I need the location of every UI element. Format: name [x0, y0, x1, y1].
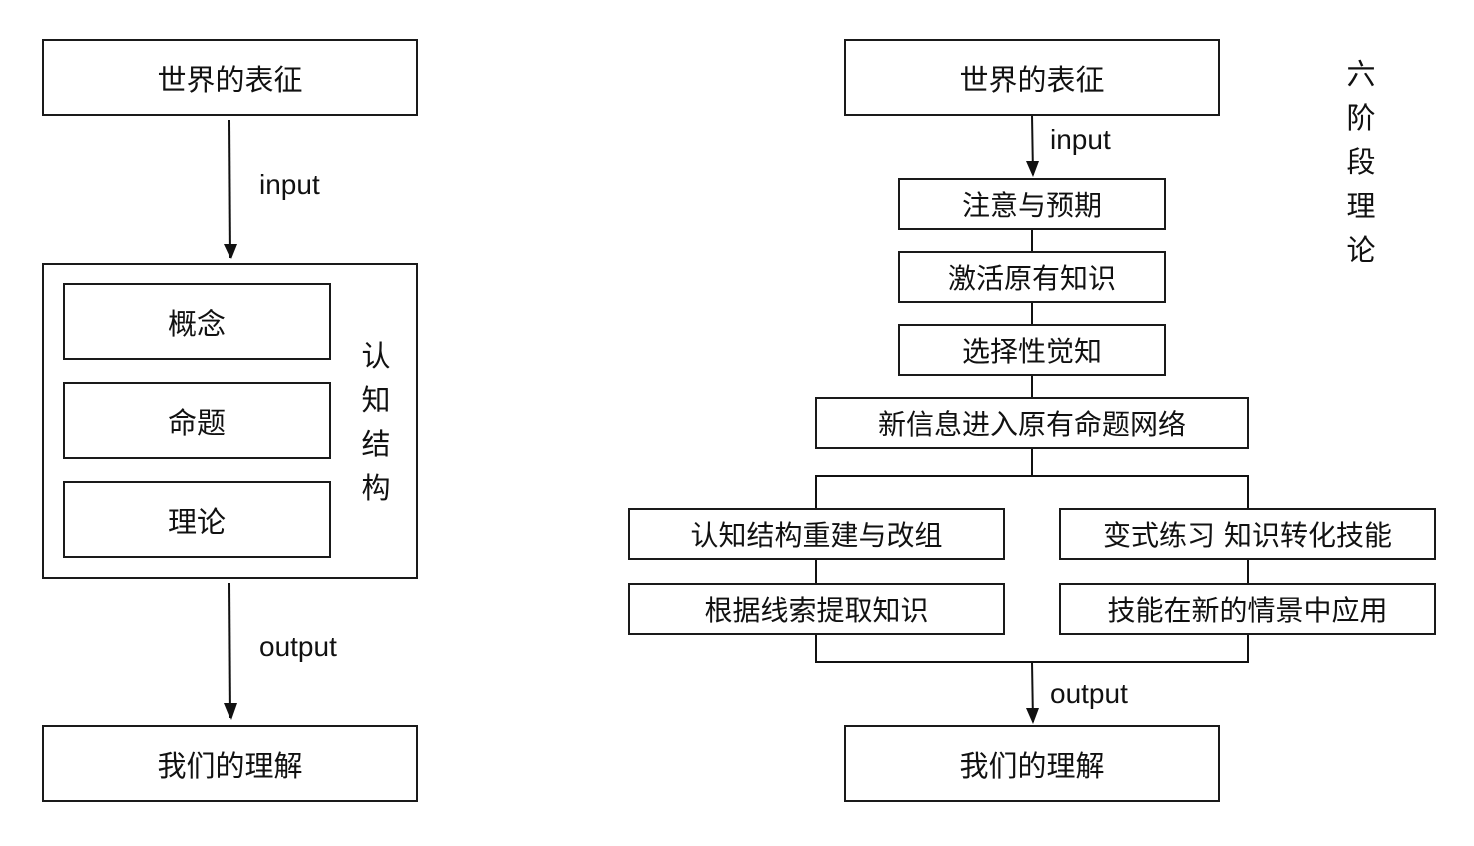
output-arrow-left	[228, 582, 231, 719]
arrowhead	[1026, 708, 1039, 724]
our-understanding-box-right: 我们的理解	[844, 725, 1220, 802]
label-char: 结	[361, 427, 391, 461]
world-representation-box-left: 世界的表征	[42, 39, 418, 116]
input-arrow-left	[228, 119, 231, 259]
proposition-box: 命题	[63, 382, 331, 459]
stage-selective-perception: 选择性觉知	[898, 324, 1166, 376]
arrowhead	[224, 703, 237, 720]
label-char: 构	[361, 471, 391, 505]
input-label-left: input	[259, 169, 320, 200]
output-label-left: output	[259, 631, 337, 662]
stage-variant-practice: 变式练习 知识转化技能	[1059, 508, 1436, 560]
our-understanding-box-left: 我们的理解	[42, 725, 418, 802]
stage-new-info-enters-network: 新信息进入原有命题网络	[815, 397, 1249, 449]
label-char: 段	[1346, 145, 1376, 179]
stage-retrieve-by-cues: 根据线索提取知识	[628, 583, 1005, 635]
arrowhead	[224, 244, 237, 259]
stage-restructure-cognition: 认知结构重建与改组	[628, 508, 1005, 560]
label-char: 理	[1346, 189, 1376, 223]
world-representation-box-right: 世界的表征	[844, 39, 1220, 116]
label-char: 六	[1346, 57, 1376, 91]
output-label-right: output	[1050, 678, 1128, 709]
label-char: 知	[361, 383, 391, 417]
stage-apply-skills: 技能在新的情景中应用	[1059, 583, 1436, 635]
label-char: 认	[361, 339, 391, 373]
branch-merge	[815, 633, 1249, 663]
theory-box: 理论	[63, 481, 331, 558]
stage-activate-prior-knowledge: 激活原有知识	[898, 251, 1166, 303]
label-char: 论	[1346, 233, 1376, 267]
concept-box: 概念	[63, 283, 331, 360]
input-label-right: input	[1050, 124, 1111, 155]
six-stage-theory-label: 六 阶 段 理 论	[1344, 52, 1378, 272]
arrowhead	[1026, 161, 1039, 177]
branch-split	[815, 475, 1249, 509]
label-char: 阶	[1346, 101, 1376, 135]
cognitive-structure-label: 认 知 结 构	[359, 334, 393, 510]
stage-attention-expectation: 注意与预期	[898, 178, 1166, 230]
